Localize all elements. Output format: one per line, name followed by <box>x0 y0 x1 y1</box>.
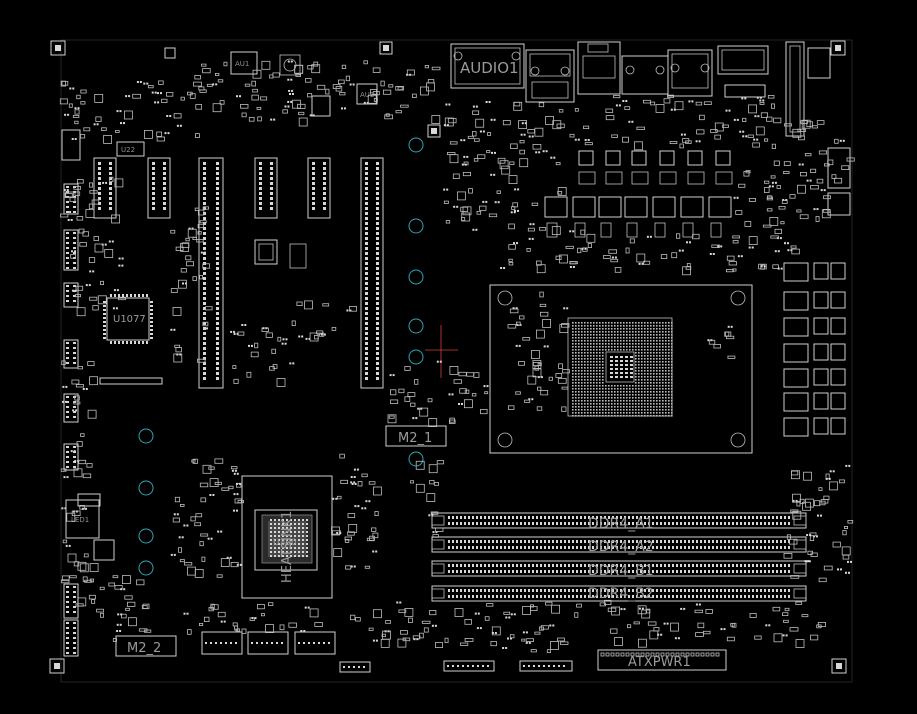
m2-1-label: M2_1 <box>398 431 432 446</box>
dimm-slots <box>431 512 807 602</box>
au1-label: AU1 <box>235 60 249 68</box>
atx-power-connector <box>597 649 727 671</box>
atx-power-pins <box>600 652 720 657</box>
ddr4-b2-label: DDR4_B2 <box>588 586 654 602</box>
atx-power-label: ATXPWR1 <box>628 655 691 670</box>
audio-label: AUDIO1 <box>460 59 519 77</box>
cpu-pin-array <box>572 322 673 417</box>
chipset-pins <box>270 519 308 557</box>
ddr4-a1-label: DDR4_A1 <box>588 516 654 532</box>
bottom-headers <box>201 631 573 673</box>
board-outline <box>60 39 853 683</box>
heatsink-label: HEATSINK1 <box>280 511 295 583</box>
header-bar <box>99 377 163 385</box>
m2-1-slot <box>385 425 447 447</box>
ddr4-a2-label: DDR4_A2 <box>588 539 654 555</box>
vrm-phases <box>544 147 851 437</box>
corner-fiducials <box>49 40 847 674</box>
u1077-label: U1077 <box>113 314 146 325</box>
u300-label: U300 <box>273 538 297 548</box>
fiducial-marker-icon <box>425 325 458 378</box>
led1-label: LED1 <box>71 516 89 524</box>
audio-codec <box>230 51 378 117</box>
m2-2-slot <box>115 635 177 657</box>
au2-label: AU2 <box>360 91 374 99</box>
u1077-pins <box>103 294 153 344</box>
expansion-slots <box>93 157 384 389</box>
ddr4-b1-label: DDR4_B1 <box>588 563 654 579</box>
u22-chip <box>116 141 145 157</box>
u1077-chip <box>106 297 150 341</box>
m2-2-label: M2_2 <box>127 641 161 656</box>
rear-io-connectors <box>450 41 831 137</box>
led1 <box>65 499 100 539</box>
passive-components <box>59 60 855 654</box>
u22-label: U22 <box>121 146 135 154</box>
mounting-hole-icon <box>138 137 424 576</box>
